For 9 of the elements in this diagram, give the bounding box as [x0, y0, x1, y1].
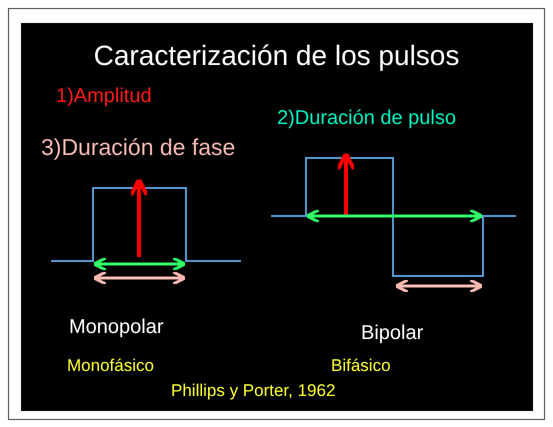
slide-title: Caracterización de los pulsos: [92, 41, 460, 72]
waveform-caption: Bipolar: [361, 322, 424, 344]
phase-duration-label: 3)Duración de fase: [41, 135, 236, 160]
citation-text: Phillips y Porter, 1962: [171, 382, 336, 401]
waveform-type-label: Monofásico: [67, 357, 154, 376]
amplitude-label: 1)Amplitud: [56, 85, 152, 107]
pulse-duration-label: 2)Duración de pulso: [277, 107, 456, 129]
waveform-caption: Monopolar: [69, 316, 164, 338]
waveform-type-label: Bifásico: [331, 357, 391, 376]
